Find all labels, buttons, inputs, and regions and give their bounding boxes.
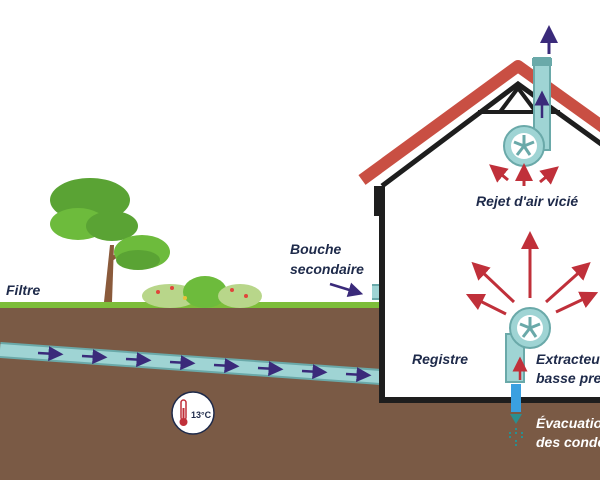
label-bouche-line2: secondaire bbox=[290, 261, 364, 277]
bush-icon bbox=[142, 276, 262, 308]
label-extracteur-line1: Extracteur bbox=[536, 351, 600, 367]
label-evacuation-line1: Évacuation bbox=[536, 415, 600, 431]
exhaust-arrows-lower bbox=[465, 231, 599, 380]
label-rejet: Rejet d'air vicié bbox=[476, 193, 578, 209]
label-bouche-line1: Bouche bbox=[290, 241, 342, 257]
temperature-label: 13°C bbox=[191, 410, 212, 420]
grass-line bbox=[0, 302, 382, 308]
exhaust-arrows-upper bbox=[489, 163, 559, 186]
tree-icon bbox=[50, 178, 170, 302]
label-evacuation-line2: des condensats bbox=[536, 434, 600, 450]
label-registre: Registre bbox=[412, 351, 468, 367]
fan-icon bbox=[503, 125, 545, 167]
label-filtre: Filtre bbox=[6, 282, 40, 298]
thermometer-icon: 13°C bbox=[171, 391, 215, 435]
label-extracteur-line2: basse pression bbox=[536, 370, 600, 386]
house bbox=[358, 60, 600, 403]
drip-icon bbox=[509, 384, 523, 448]
